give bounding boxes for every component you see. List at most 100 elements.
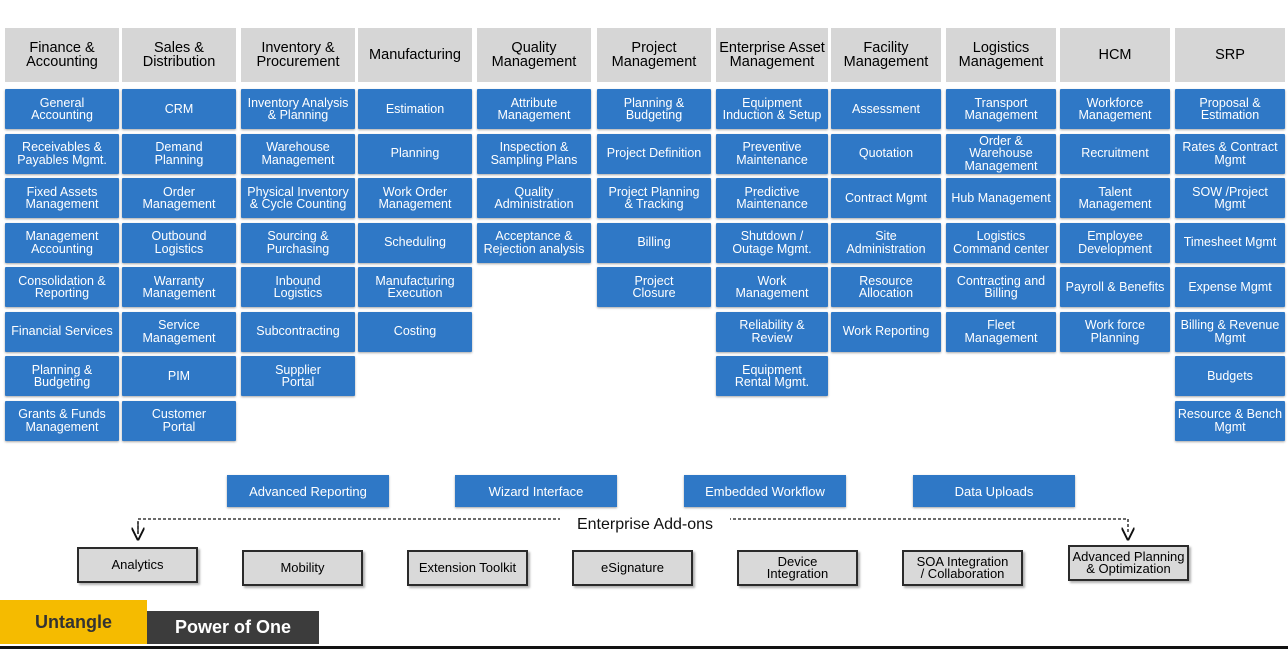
module-item[interactable]: Resource & Bench Mgmt bbox=[1175, 400, 1285, 441]
module-item[interactable]: Outbound Logistics bbox=[122, 222, 236, 263]
feature-button[interactable]: Advanced Reporting bbox=[227, 475, 389, 507]
module-item[interactable]: Billing & Revenue Mgmt bbox=[1175, 311, 1285, 352]
module-item[interactable]: Fixed Assets Management bbox=[5, 178, 119, 218]
module-item[interactable]: Acceptance & Rejection analysis bbox=[477, 222, 591, 263]
module-item[interactable]: Logistics Command center bbox=[946, 222, 1056, 263]
module-item[interactable]: Project Closure bbox=[597, 267, 711, 307]
module-item[interactable]: Billing bbox=[597, 222, 711, 263]
module-item[interactable]: PIM bbox=[122, 356, 236, 396]
module-item[interactable]: General Accounting bbox=[5, 89, 119, 129]
module-item[interactable]: Attribute Management bbox=[477, 89, 591, 129]
module-header: Project Management bbox=[597, 28, 711, 82]
module-item[interactable]: Demand Planning bbox=[122, 133, 236, 174]
module-item[interactable]: Resource Allocation bbox=[831, 267, 941, 307]
module-item[interactable]: Planning & Budgeting bbox=[5, 356, 119, 396]
module-item[interactable]: Predictive Maintenance bbox=[716, 178, 828, 218]
module-item[interactable]: Preventive Maintenance bbox=[716, 133, 828, 174]
module-item[interactable]: Consolidation & Reporting bbox=[5, 267, 119, 307]
module-item[interactable]: Inbound Logistics bbox=[241, 267, 355, 307]
module-item[interactable]: Planning & Budgeting bbox=[597, 89, 711, 129]
feature-button[interactable]: Data Uploads bbox=[913, 475, 1075, 507]
module-header: Inventory & Procurement bbox=[241, 28, 355, 82]
module-item[interactable]: Workforce Management bbox=[1060, 89, 1170, 129]
bottom-rule bbox=[0, 646, 1288, 649]
module-item[interactable]: Payroll & Benefits bbox=[1060, 267, 1170, 307]
module-item[interactable]: Hub Management bbox=[946, 178, 1056, 218]
module-item[interactable]: Financial Services bbox=[5, 311, 119, 352]
module-item[interactable]: Recruitment bbox=[1060, 133, 1170, 174]
module-item[interactable]: Reliability & Review bbox=[716, 311, 828, 352]
module-item[interactable]: Transport Management bbox=[946, 89, 1056, 129]
module-header: Enterprise Asset Management bbox=[716, 28, 828, 82]
module-item[interactable]: Supplier Portal bbox=[241, 356, 355, 396]
module-item[interactable]: Project Planning & Tracking bbox=[597, 178, 711, 218]
module-item[interactable]: Work force Planning bbox=[1060, 311, 1170, 352]
module-item[interactable]: Work Management bbox=[716, 267, 828, 307]
module-item[interactable]: Work Reporting bbox=[831, 311, 941, 352]
module-item[interactable]: Costing bbox=[358, 311, 472, 352]
addon-box[interactable]: eSignature bbox=[572, 550, 693, 586]
module-item[interactable]: CRM bbox=[122, 89, 236, 129]
addon-box[interactable]: Advanced Planning & Optimization bbox=[1068, 545, 1189, 581]
power-of-one-tag: Power of One bbox=[147, 611, 319, 644]
module-item[interactable]: Equipment Induction & Setup bbox=[716, 89, 828, 129]
module-item[interactable]: Scheduling bbox=[358, 222, 472, 263]
module-item[interactable]: Order & Warehouse Management bbox=[946, 133, 1056, 174]
addon-box[interactable]: Analytics bbox=[77, 547, 198, 583]
module-item[interactable]: Quotation bbox=[831, 133, 941, 174]
module-item[interactable]: Proposal & Estimation bbox=[1175, 89, 1285, 129]
module-item[interactable]: Subcontracting bbox=[241, 311, 355, 352]
feature-button[interactable]: Wizard Interface bbox=[455, 475, 617, 507]
module-header: Facility Management bbox=[831, 28, 941, 82]
module-item[interactable]: Contracting and Billing bbox=[946, 267, 1056, 307]
module-item[interactable]: Expense Mgmt bbox=[1175, 267, 1285, 307]
feature-button[interactable]: Embedded Workflow bbox=[684, 475, 846, 507]
untangle-tag: Untangle bbox=[0, 600, 147, 644]
module-item[interactable]: Estimation bbox=[358, 89, 472, 129]
module-item[interactable]: Project Definition bbox=[597, 133, 711, 174]
addon-box[interactable]: Extension Toolkit bbox=[407, 550, 528, 586]
addon-box[interactable]: SOA Integration / Collaboration bbox=[902, 550, 1023, 586]
module-item[interactable]: Customer Portal bbox=[122, 400, 236, 441]
module-header: HCM bbox=[1060, 28, 1170, 82]
module-item[interactable]: Timesheet Mgmt bbox=[1175, 222, 1285, 263]
module-item[interactable]: Grants & Funds Management bbox=[5, 400, 119, 441]
module-item[interactable]: Work Order Management bbox=[358, 178, 472, 218]
module-item[interactable]: Assessment bbox=[831, 89, 941, 129]
module-item[interactable]: Order Management bbox=[122, 178, 236, 218]
module-item[interactable]: Warranty Management bbox=[122, 267, 236, 307]
module-item[interactable]: Management Accounting bbox=[5, 222, 119, 263]
module-item[interactable]: Manufacturing Execution bbox=[358, 267, 472, 307]
module-item[interactable]: Sourcing & Purchasing bbox=[241, 222, 355, 263]
module-header: SRP bbox=[1175, 28, 1285, 82]
module-item[interactable]: Talent Management bbox=[1060, 178, 1170, 218]
module-header: Manufacturing bbox=[358, 28, 472, 82]
module-item[interactable]: Warehouse Management bbox=[241, 133, 355, 174]
module-item[interactable]: Budgets bbox=[1175, 356, 1285, 396]
module-item[interactable]: Receivables & Payables Mgmt. bbox=[5, 133, 119, 174]
module-item[interactable]: Shutdown / Outage Mgmt. bbox=[716, 222, 828, 263]
module-item[interactable]: Fleet Management bbox=[946, 311, 1056, 352]
module-item[interactable]: Rates & Contract Mgmt bbox=[1175, 133, 1285, 174]
module-item[interactable]: Quality Administration bbox=[477, 178, 591, 218]
module-header: Logistics Management bbox=[946, 28, 1056, 82]
module-item[interactable]: Employee Development bbox=[1060, 222, 1170, 263]
module-item[interactable]: Contract Mgmt bbox=[831, 178, 941, 218]
module-item[interactable]: SOW /Project Mgmt bbox=[1175, 178, 1285, 218]
module-item[interactable]: Site Administration bbox=[831, 222, 941, 263]
module-item[interactable]: Service Management bbox=[122, 311, 236, 352]
module-item[interactable]: Inspection & Sampling Plans bbox=[477, 133, 591, 174]
addon-box[interactable]: Device Integration bbox=[737, 550, 858, 586]
module-item[interactable]: Planning bbox=[358, 133, 472, 174]
module-item[interactable]: Physical Inventory & Cycle Counting bbox=[241, 178, 355, 218]
module-item[interactable]: Inventory Analysis & Planning bbox=[241, 89, 355, 129]
module-item[interactable]: Equipment Rental Mgmt. bbox=[716, 356, 828, 396]
addon-box[interactable]: Mobility bbox=[242, 550, 363, 586]
